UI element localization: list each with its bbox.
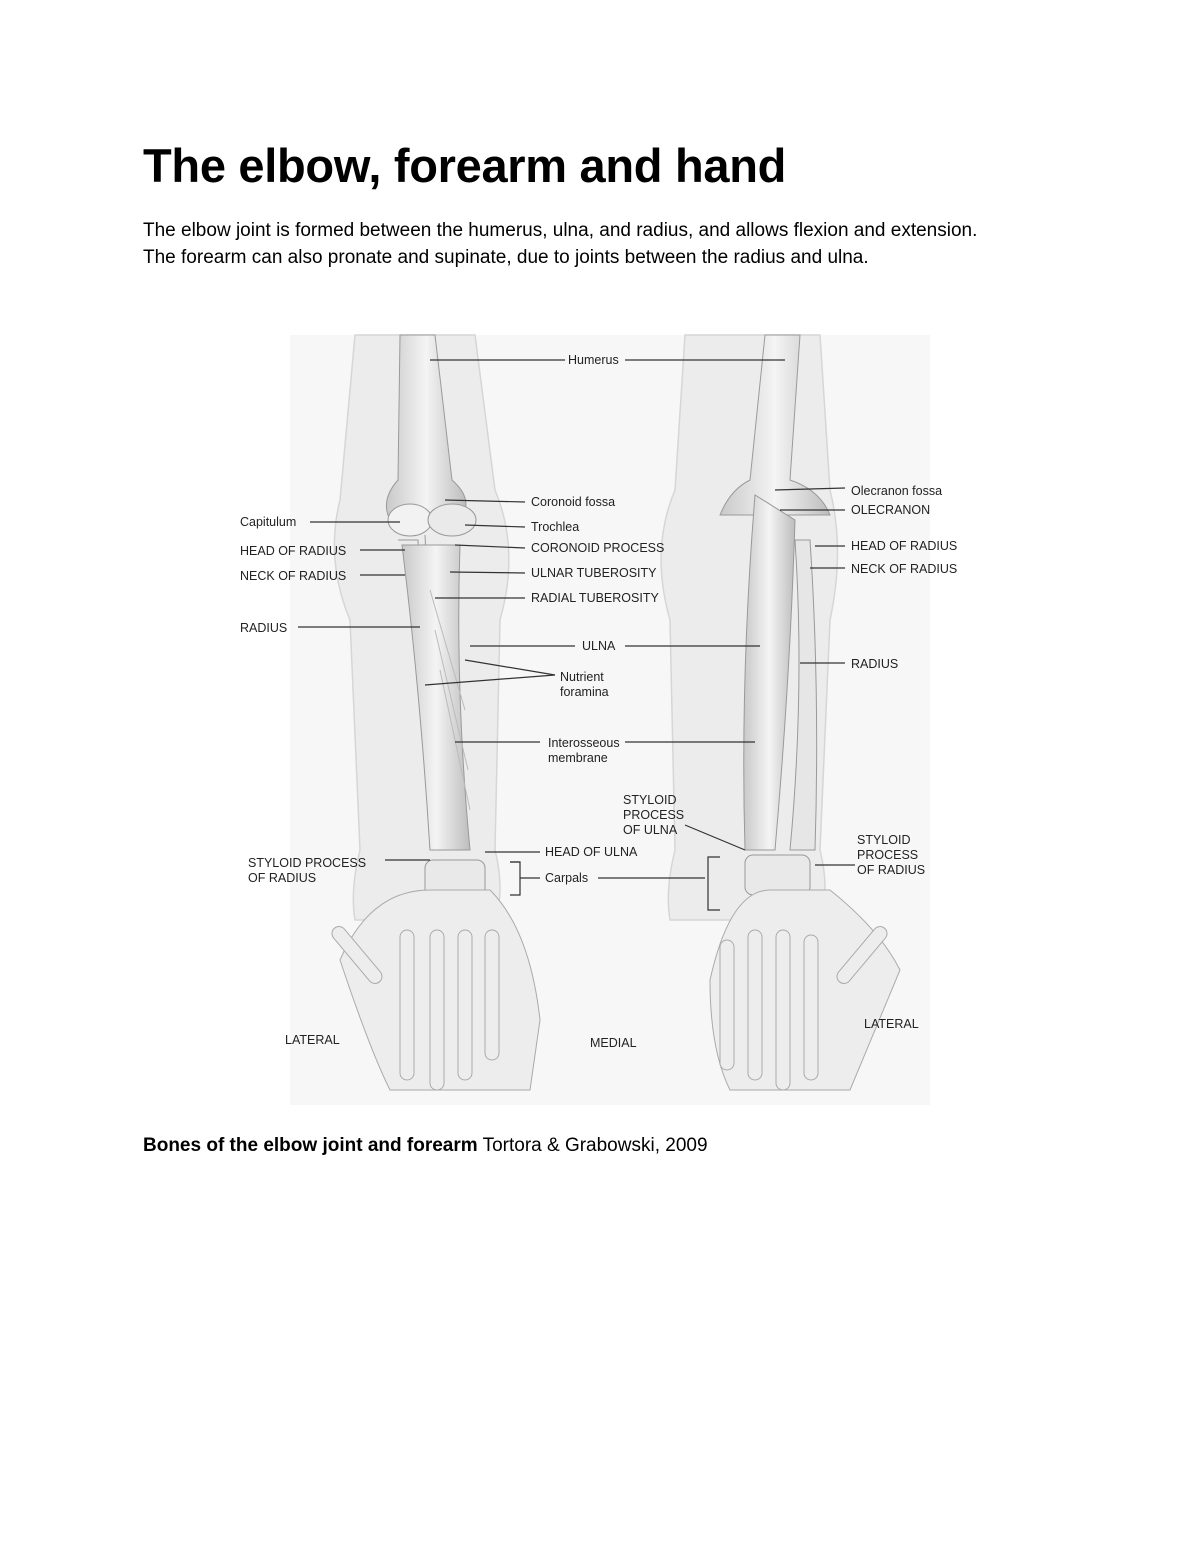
label-nutrient: Nutrient [560, 670, 604, 684]
intro-text: The elbow joint is formed between the hu… [143, 218, 978, 271]
label-styloid-radius-right-1: STYLOID [857, 833, 911, 847]
label-head-of-radius-left: HEAD OF RADIUS [240, 544, 346, 558]
anatomy-illustration: Humerus Coronoid fossa Trochlea CORONOID… [240, 334, 957, 1105]
label-head-of-ulna: HEAD OF ULNA [545, 845, 638, 859]
label-olecranon: OLECRANON [851, 503, 930, 517]
right-carpals [744, 854, 811, 896]
label-styloid-ulna-3: OF ULNA [623, 823, 678, 837]
left-hand [331, 889, 541, 1091]
leader-lines [298, 359, 855, 911]
label-coronoid-process: CORONOID PROCESS [531, 541, 664, 555]
label-radius-right: RADIUS [851, 657, 898, 671]
label-styloid-ulna-1: STYLOID [623, 793, 677, 807]
label-lateral-right: LATERAL [864, 1017, 919, 1031]
figure-caption: Bones of the elbow joint and forearm Tor… [143, 1135, 708, 1157]
label-capitulum: Capitulum [240, 515, 296, 529]
label-radius-left: RADIUS [240, 621, 287, 635]
label-membrane: membrane [548, 751, 608, 765]
label-carpals: Carpals [545, 871, 588, 885]
caption-title: Bones of the elbow joint and forearm [143, 1135, 478, 1156]
left-arm-anterior [331, 334, 541, 1091]
label-neck-of-radius-right: NECK OF RADIUS [851, 562, 957, 576]
label-styloid-radius-left-2: OF RADIUS [248, 871, 316, 885]
forearm-bones-figure: Humerus Coronoid fossa Trochlea CORONOID… [230, 330, 980, 1110]
label-olecranon-fossa: Olecranon fossa [851, 484, 942, 498]
page-title: The elbow, forearm and hand [143, 139, 787, 192]
right-arm-posterior [660, 334, 901, 1091]
label-medial: MEDIAL [590, 1036, 637, 1050]
label-foramina: foramina [560, 685, 609, 699]
label-interosseous: Interosseous [548, 736, 620, 750]
left-interosseous [429, 589, 471, 811]
label-lateral-left: LATERAL [285, 1033, 340, 1047]
label-ulnar-tuberosity: ULNAR TUBEROSITY [531, 566, 657, 580]
right-humerus [719, 334, 831, 516]
figure-labels: Humerus Coronoid fossa Trochlea CORONOID… [240, 353, 957, 1050]
right-ulna [743, 494, 796, 851]
label-neck-of-radius-left: NECK OF RADIUS [240, 569, 346, 583]
label-styloid-radius-left-1: STYLOID PROCESS [248, 856, 366, 870]
label-coronoid-fossa: Coronoid fossa [531, 495, 615, 509]
label-styloid-radius-right-3: OF RADIUS [857, 863, 925, 877]
right-hand [709, 889, 901, 1091]
label-styloid-radius-right-2: PROCESS [857, 848, 918, 862]
label-trochlea: Trochlea [531, 520, 579, 534]
label-humerus: Humerus [568, 353, 619, 367]
left-trochlea [427, 503, 477, 537]
right-radius [789, 539, 818, 851]
left-ulna-radius [401, 544, 471, 851]
label-head-of-radius-right: HEAD OF RADIUS [851, 539, 957, 553]
label-styloid-ulna-2: PROCESS [623, 808, 684, 822]
left-capitulum [387, 503, 433, 537]
paragraph-forearm: The forearm can also pronate and supinat… [143, 246, 869, 268]
label-radial-tuberosity: RADIAL TUBEROSITY [531, 591, 659, 605]
label-ulna: ULNA [582, 639, 616, 653]
caption-source: Tortora & Grabowski, 2009 [482, 1135, 708, 1156]
paragraph-elbow-joint: The elbow joint is formed between the hu… [143, 220, 978, 241]
